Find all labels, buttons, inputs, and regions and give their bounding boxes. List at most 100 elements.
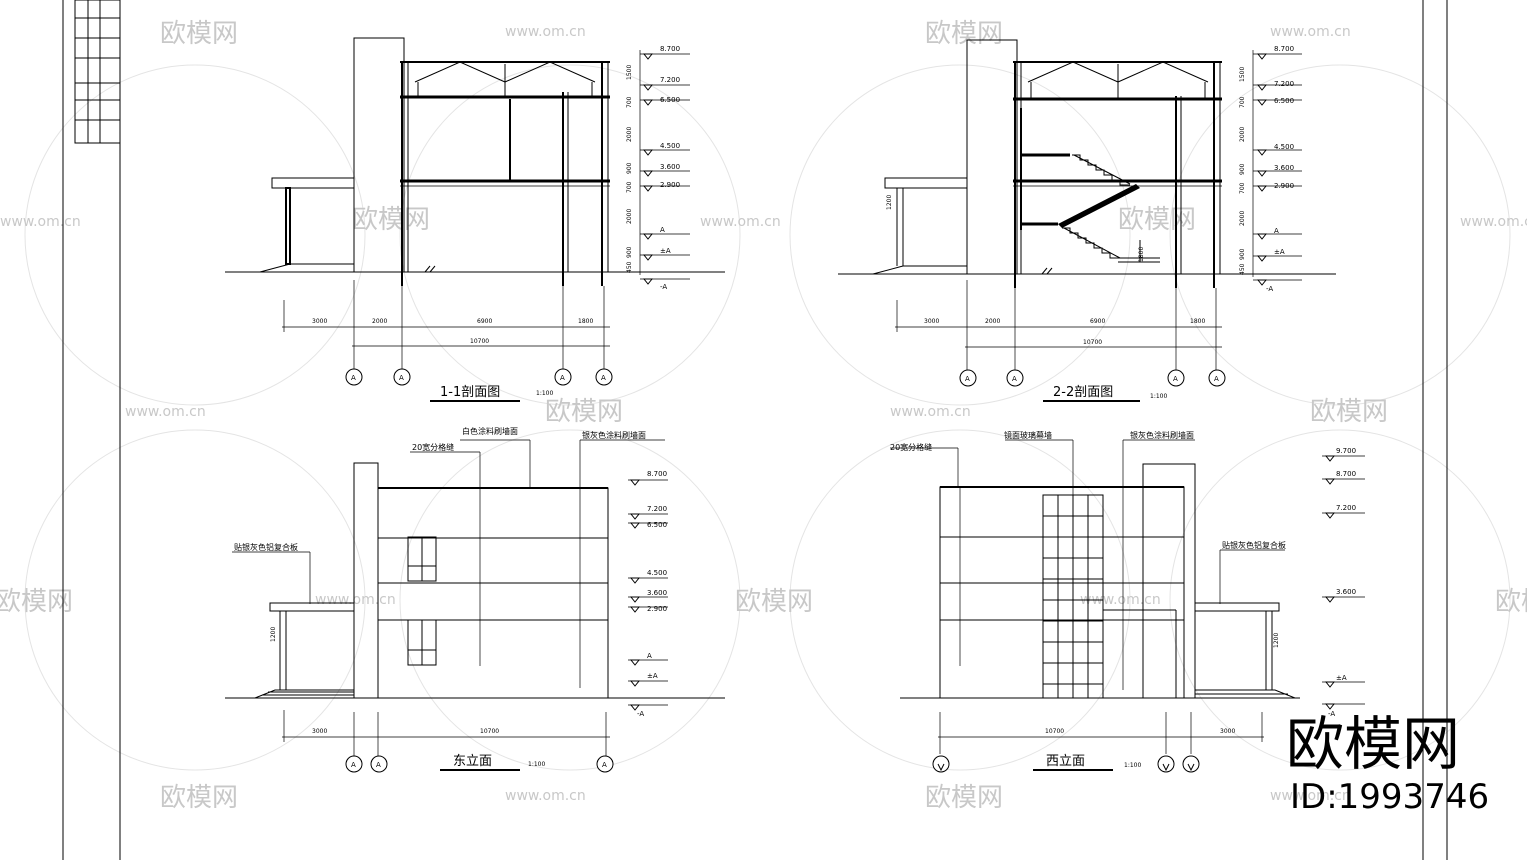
elevation-label: 7.200: [660, 76, 680, 84]
east-elevation-markers: [628, 479, 668, 711]
canopy-dim: 1200: [1273, 633, 1280, 648]
watermark-url: www.om.cn: [0, 214, 81, 230]
section-2-title: 2-2剖面图: [1053, 385, 1113, 400]
note-label: 贴银灰色铝复合板: [234, 542, 298, 552]
section-1-1: 8.700 7.200 6.500 4.500 3.600 2.900 A ±A…: [225, 37, 725, 402]
elevation-label: 6.500: [1274, 97, 1294, 105]
watermark-url: www.om.cn: [315, 592, 396, 608]
axis-label: A: [1173, 375, 1178, 383]
elevation-label: ±A: [1336, 674, 1347, 682]
vertical-dim: 700: [1239, 182, 1246, 194]
elevation-label: 3.600: [1274, 164, 1294, 172]
sheet-frame: [62, 0, 1448, 860]
elevation-label: 3.600: [647, 589, 667, 597]
vertical-dim: 900: [626, 162, 633, 174]
axis-label: A: [351, 761, 356, 769]
elevation-label: ±A: [647, 672, 658, 680]
elevation-label: 6.500: [647, 521, 667, 529]
watermark-brand: 欧模网: [545, 397, 623, 427]
section-1-elevation-markers: [640, 53, 690, 285]
horizontal-dim: 1800: [578, 318, 593, 325]
vertical-dim: 700: [626, 181, 633, 193]
horizontal-dim: 3000: [1220, 728, 1235, 735]
watermark-brand: 欧模网: [925, 783, 1003, 813]
elevation-label: 9.700: [1336, 447, 1356, 455]
watermark-brand: 欧模网: [1118, 205, 1196, 235]
elevation-label: 7.200: [647, 505, 667, 513]
watermark-url: www.om.cn: [1270, 24, 1351, 40]
vertical-dim: 2000: [1239, 127, 1246, 142]
note-label: 20宽分格缝: [412, 442, 454, 452]
horizontal-dim: 6900: [477, 318, 492, 325]
west-elevation: 1200 20宽分格缝 镜面玻璃幕墙 银灰色涂料刷墙面 贴银灰色铝复合板: [890, 430, 1365, 773]
watermark-url: www.om.cn: [1080, 592, 1161, 608]
watermark-brand: 欧模网: [160, 783, 238, 813]
elevation-label: 8.700: [1274, 45, 1294, 53]
canopy-dim: 1200: [270, 627, 277, 642]
vertical-dim: 1500: [626, 65, 633, 80]
total-dim: 10700: [1083, 339, 1102, 346]
vertical-dim: 700: [626, 96, 633, 108]
horizontal-dim: 3000: [312, 318, 327, 325]
watermark-brand: 欧模网: [0, 587, 73, 617]
elevation-label: ±A: [1274, 248, 1285, 256]
elevation-label: 8.700: [1336, 470, 1356, 478]
watermark-url: www.om.cn: [125, 404, 206, 420]
axis-label: A: [965, 375, 970, 383]
horizontal-dim: 3000: [312, 728, 327, 735]
revision-grid: [74, 0, 121, 144]
vertical-dim: 900: [626, 246, 633, 258]
brand-overlay: 欧模网 ID:1993746: [1286, 710, 1489, 817]
vertical-dim: 900: [1239, 248, 1246, 260]
horizontal-dim: 2000: [372, 318, 387, 325]
elevation-label: A: [660, 226, 665, 234]
horizontal-dim: 6900: [1090, 318, 1105, 325]
east-elevation-scale: 1:100: [528, 761, 545, 768]
horizontal-dim: 10700: [1045, 728, 1064, 735]
section-2-2: 1200 1800: [838, 39, 1336, 402]
total-dim: 10700: [470, 338, 489, 345]
watermark-brand: 欧模网: [352, 205, 430, 235]
east-elevation: 1200 白色涂料刷墙面 20宽分格缝 银灰色涂料刷墙面 贴银灰色铝复合板: [225, 426, 725, 773]
elevation-label: 4.500: [660, 142, 680, 150]
section-1-title: 1-1剖面图: [440, 385, 500, 400]
canopy-dim: 1200: [886, 195, 893, 210]
elevation-label: 2.900: [647, 605, 667, 613]
watermark-brand: 欧模网: [1495, 587, 1527, 617]
axis-label: A: [1214, 375, 1219, 383]
axis-label: A: [602, 761, 607, 769]
section-2-scale: 1:100: [1150, 393, 1167, 400]
vertical-dim: 450: [1239, 263, 1246, 275]
note-label: 银灰色涂料刷墙面: [1130, 430, 1194, 440]
elevation-label: -A: [1328, 710, 1335, 718]
vertical-dim: 2000: [1239, 211, 1246, 226]
vertical-dim: 2000: [626, 127, 633, 142]
vertical-dim: 900: [1239, 163, 1246, 175]
note-label: 贴银灰色铝复合板: [1222, 540, 1286, 550]
horizontal-dim: 1800: [1190, 318, 1205, 325]
watermark-layer: 欧模网 欧模网 欧模网 欧模网 欧模网 欧模网 欧模网 欧模网 欧模网 欧模网 …: [0, 19, 1527, 813]
note-label: 银灰色涂料刷墙面: [582, 430, 646, 440]
vertical-dim: 1500: [1239, 67, 1246, 82]
watermark-url: www.om.cn: [505, 788, 586, 804]
horizontal-dim: 10700: [480, 728, 499, 735]
vertical-dim: 450: [626, 261, 633, 273]
watermark-brand: 欧模网: [735, 587, 813, 617]
elevation-label: A: [647, 652, 652, 660]
elevation-label: 6.500: [660, 96, 680, 104]
elevation-label: 2.900: [1274, 182, 1294, 190]
vertical-dim: 2000: [626, 209, 633, 224]
section-1-scale: 1:100: [536, 390, 553, 397]
elevation-label: 4.500: [647, 569, 667, 577]
note-label: 白色涂料刷墙面: [462, 426, 518, 436]
note-label: 20宽分格缝: [890, 442, 932, 452]
axis-label: A: [399, 374, 404, 382]
elevation-label: ±A: [660, 247, 671, 255]
west-elevation-markers: [1322, 455, 1365, 710]
elevation-label: -A: [1266, 285, 1273, 293]
west-elevation-scale: 1:100: [1124, 762, 1141, 769]
axis-label: A: [560, 374, 565, 382]
elevation-label: 8.700: [647, 470, 667, 478]
section-2-elevation-markers: [1253, 53, 1302, 286]
